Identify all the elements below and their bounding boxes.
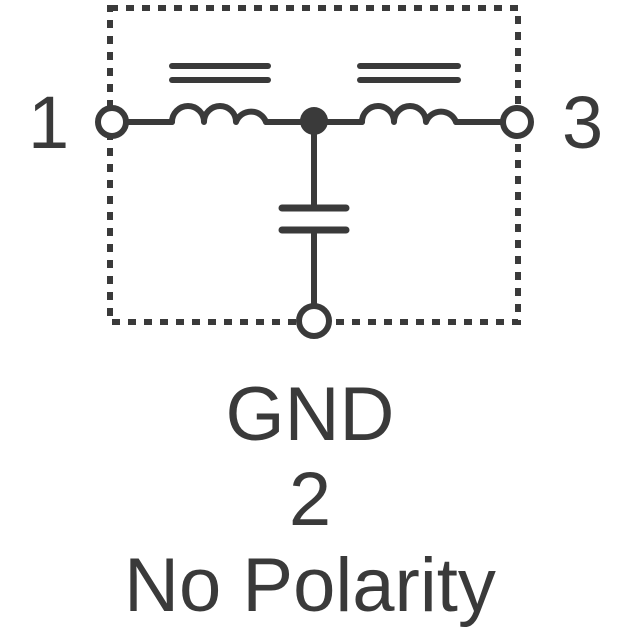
terminal-pin-1 [95, 105, 129, 139]
polarity-note: No Polarity [124, 543, 496, 628]
pin-1-label: 1 [28, 81, 69, 164]
terminal-pin-gnd [296, 303, 332, 339]
coil-windings [169, 103, 269, 125]
inductor-right [357, 63, 461, 125]
coil-windings [359, 103, 459, 125]
pin-3-label: 3 [562, 81, 603, 164]
gnd-label: GND [226, 372, 395, 457]
inductor-left [169, 63, 271, 125]
terminal-pin-3 [500, 105, 534, 139]
component-boundary [107, 5, 521, 325]
pin-2-label: 2 [289, 457, 331, 542]
capacitor [278, 204, 350, 234]
